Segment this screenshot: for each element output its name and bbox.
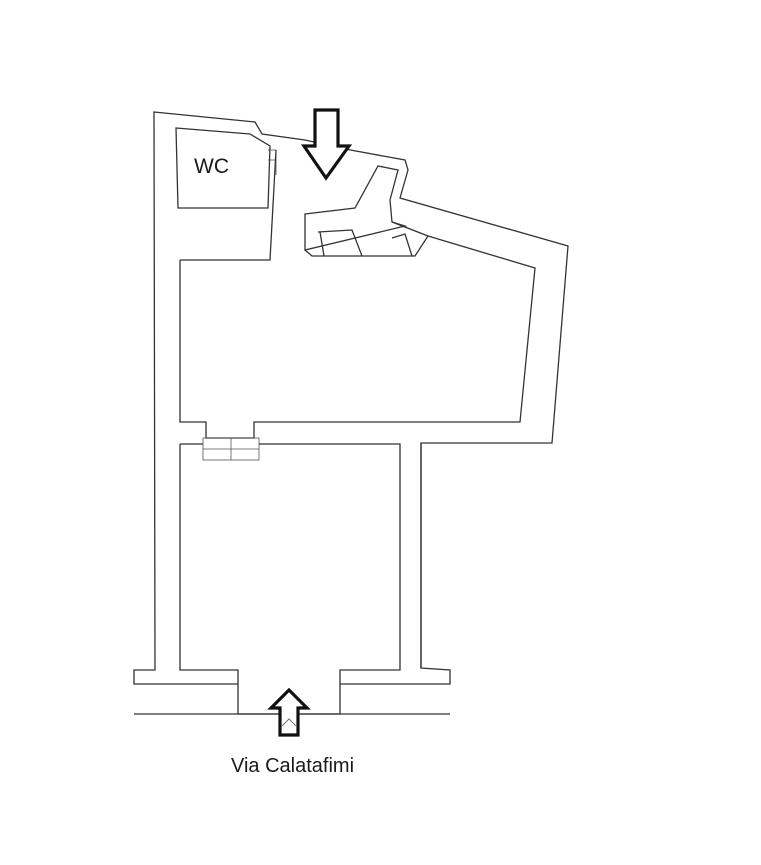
main-room-upper [179,235,536,439]
stair-niche [304,165,429,257]
arrow-down-icon [300,108,353,181]
outer-walls [133,111,569,715]
doorway [202,437,260,461]
wc-label: WC [194,155,229,178]
arrow-up-icon [267,687,311,737]
corridor-walls [180,149,277,261]
street-name-label: Via Calatafimi [231,755,355,777]
lower-room [179,443,401,684]
